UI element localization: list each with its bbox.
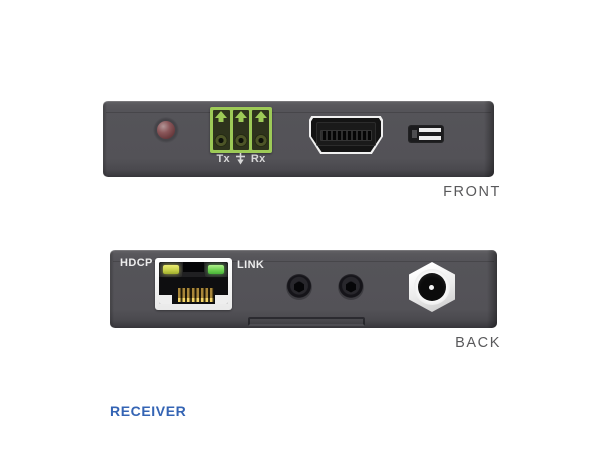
link-led-icon	[208, 265, 224, 274]
terminal-screw-cell	[232, 110, 250, 150]
chassis-seam	[106, 112, 491, 113]
terminal-arrow-icon	[235, 111, 247, 118]
button-hex-center	[294, 281, 304, 293]
terminal-arrow-stem	[238, 117, 244, 122]
service-port-contact	[412, 130, 417, 138]
terminal-screw-icon	[254, 134, 268, 147]
recessed-button-icon	[286, 274, 312, 300]
hdmi-pin-slot	[320, 130, 372, 141]
terminal-arrow-stem	[218, 117, 224, 122]
bottom-vent-slot	[248, 317, 365, 326]
receiver-caption: RECEIVER	[110, 403, 187, 419]
terminal-screw-icon	[214, 134, 228, 147]
recessed-button-icon	[338, 274, 364, 300]
front-panel-device: Tx Rx	[103, 101, 494, 177]
terminal-block-icon	[210, 107, 272, 153]
terminal-screw-cell	[213, 110, 230, 150]
red-led-icon	[157, 121, 175, 139]
dc-power-jack-icon	[409, 262, 455, 312]
rj45-port-icon	[155, 258, 232, 310]
hdmi-port-icon	[309, 116, 383, 154]
tx-label: Tx	[216, 153, 230, 165]
hdcp-led-icon	[163, 265, 179, 274]
chassis-seam	[113, 261, 494, 262]
rj45-cavity	[159, 262, 228, 304]
chassis-side-shade	[484, 101, 494, 177]
button-hex-center	[346, 281, 356, 293]
rj45-step-left	[159, 295, 172, 304]
terminal-arrow-icon	[215, 111, 228, 118]
service-port-icon	[408, 125, 444, 143]
hdcp-led-housing	[160, 263, 182, 277]
back-panel-device: HDCP LINK	[110, 250, 497, 328]
rj45-pin-tips	[178, 298, 214, 302]
terminal-screw-icon	[234, 134, 248, 147]
chassis-side-shade	[487, 250, 497, 328]
rj45-step-right	[215, 295, 228, 304]
back-view-label: BACK	[455, 335, 501, 351]
service-port-tongue-bottom	[419, 136, 441, 140]
dc-jack-center-pin	[429, 285, 434, 290]
terminal-labels: Tx Rx	[207, 153, 275, 165]
status-led-icon	[153, 117, 179, 143]
terminal-screw-cell	[252, 110, 270, 150]
link-label: LINK	[237, 259, 265, 271]
earth-ground-icon	[235, 153, 246, 165]
chassis-left-shade	[103, 101, 107, 177]
rj45-gold-pins	[178, 288, 214, 302]
front-view-label: FRONT	[443, 184, 501, 200]
service-port-tongue-top	[419, 128, 441, 132]
hdcp-label: HDCP	[120, 257, 153, 269]
terminal-arrow-icon	[254, 111, 267, 118]
rx-label: Rx	[250, 153, 266, 165]
terminal-arrow-stem	[258, 117, 264, 122]
chassis-left-shade	[110, 250, 114, 328]
rj45-clip-slot	[183, 262, 204, 272]
link-led-housing	[205, 263, 227, 277]
